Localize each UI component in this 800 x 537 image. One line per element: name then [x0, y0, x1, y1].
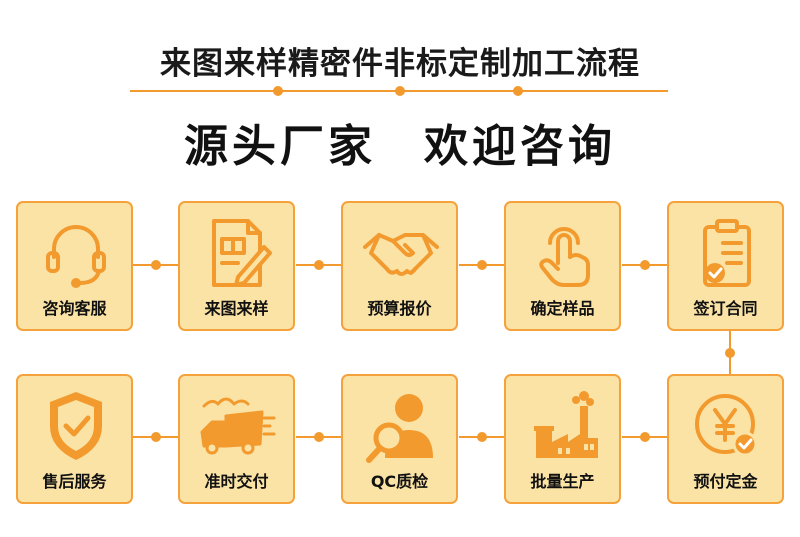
step-label: 来图来样: [204, 299, 269, 318]
step-label: 签订合同: [693, 299, 758, 318]
connector-dot: [477, 432, 487, 442]
page-subtitle: 源头厂家 欢迎咨询: [184, 121, 616, 172]
connector-dot: [314, 432, 324, 442]
step-card-quote: 预算报价: [341, 201, 458, 331]
connector-dot: [314, 260, 324, 270]
step-label: 确定样品: [530, 299, 595, 318]
step-label: 售后服务: [42, 472, 107, 491]
step-card-contract: 签订合同: [667, 201, 784, 331]
handshake-icon: [363, 233, 439, 276]
step-label: 批量生产: [530, 472, 595, 491]
factory-icon: [534, 391, 598, 458]
step-card-sample: 确定样品: [504, 201, 621, 331]
step-card-production: 批量生产: [504, 374, 621, 504]
step-card-qc: QC质检: [341, 374, 458, 504]
title-dot-3: [513, 86, 523, 96]
step-card-consult: 咨询客服: [16, 201, 133, 331]
step-card-delivery: 准时交付: [178, 374, 295, 504]
drawing-pencil-icon: [212, 219, 272, 287]
headset-icon: [46, 225, 106, 288]
connector-dot: [151, 260, 161, 270]
step-label: QC质检: [370, 472, 429, 491]
clipboard-check-icon: [703, 219, 751, 287]
connector-dot: [725, 348, 735, 358]
connector-dot: [640, 432, 650, 442]
step-label: 预算报价: [367, 299, 432, 318]
magnifier-person-icon: [366, 394, 433, 463]
title-dot-2: [395, 86, 405, 96]
hand-pointer-icon: [539, 227, 590, 287]
yen-coin-icon: [695, 394, 758, 457]
page-title: 来图来样精密件非标定制加工流程: [160, 46, 640, 82]
step-label: 预付定金: [693, 472, 758, 491]
shield-check-icon: [50, 392, 102, 460]
delivery-truck-icon: [200, 397, 276, 455]
title-dot-1: [273, 86, 283, 96]
connector-dot: [640, 260, 650, 270]
step-label: 准时交付: [204, 472, 269, 491]
step-card-drawing: 来图来样: [178, 201, 295, 331]
step-card-aftersales: 售后服务: [16, 374, 133, 504]
connector-dot: [151, 432, 161, 442]
step-card-deposit: 预付定金: [667, 374, 784, 504]
connector-dot: [477, 260, 487, 270]
step-label: 咨询客服: [42, 299, 107, 318]
